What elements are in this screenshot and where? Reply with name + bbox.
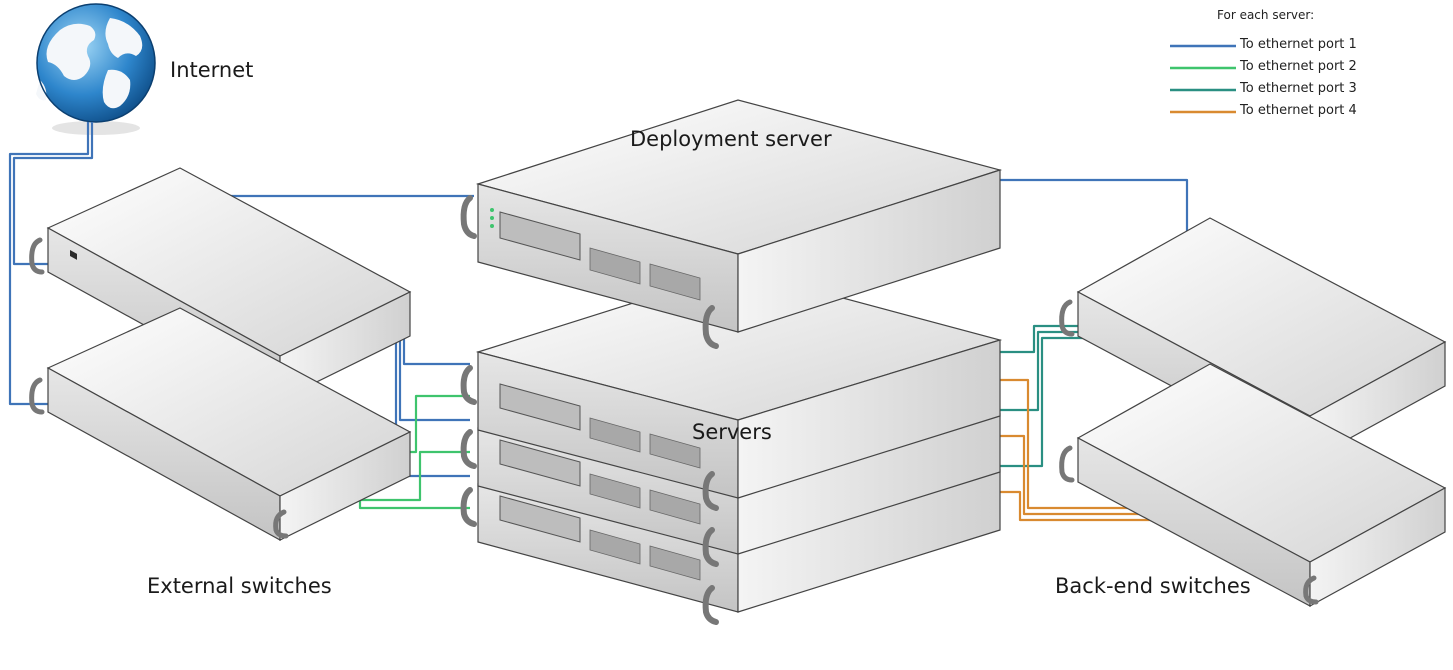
legend-title: For each server:	[1217, 8, 1315, 22]
backend-switches-label: Back-end switches	[1055, 574, 1251, 598]
rack-server-icon	[460, 269, 1003, 625]
network-switch-icon	[29, 307, 412, 542]
servers-label: Servers	[692, 420, 772, 444]
legend-item-port4: To ethernet port 4	[1240, 103, 1357, 118]
legend-item-port1: To ethernet port 1	[1240, 37, 1357, 52]
legend-swatches	[1170, 44, 1236, 114]
internet-label: Internet	[170, 58, 254, 82]
legend-item-port3: To ethernet port 3	[1240, 81, 1357, 96]
external-switches-label: External switches	[147, 574, 332, 598]
network-switch-icon	[1059, 363, 1447, 608]
globe-icon	[36, 3, 156, 135]
deployment-server-label: Deployment server	[630, 127, 832, 151]
legend-item-port2: To ethernet port 2	[1240, 59, 1357, 74]
rack-server-icon	[460, 99, 1003, 349]
